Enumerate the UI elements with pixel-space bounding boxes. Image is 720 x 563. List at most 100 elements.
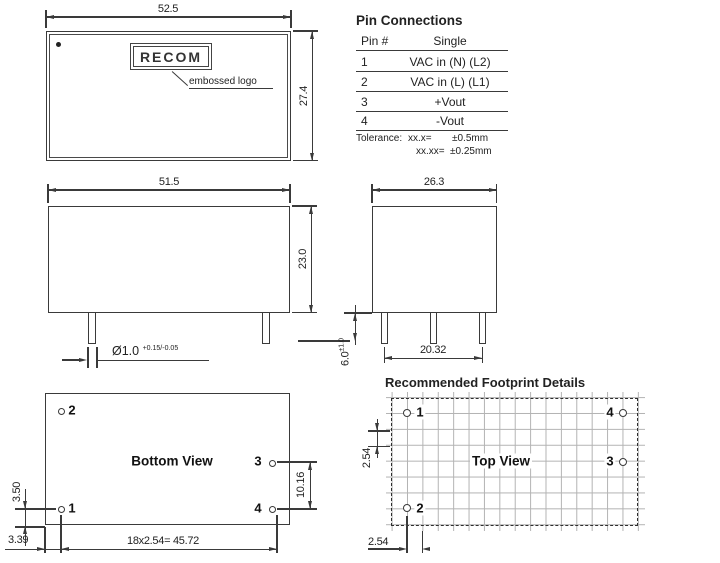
tolerance-label: Tolerance: xyxy=(356,133,403,144)
dim-line xyxy=(5,549,277,551)
arrow-left-icon xyxy=(48,187,56,192)
dim-pin-offset-x: 3.39 xyxy=(8,534,29,546)
footprint-title: Recommended Footprint Details xyxy=(385,375,586,390)
ext-line xyxy=(45,10,47,28)
pin2-label: 2 xyxy=(68,402,76,418)
arrow-left-icon xyxy=(46,14,54,19)
module-outline-bottom xyxy=(45,393,290,525)
pin4-pad xyxy=(268,506,276,513)
ext-line xyxy=(292,205,317,207)
case-inner-edge xyxy=(49,34,288,158)
module-pin xyxy=(479,313,486,344)
pin3-label: 3 xyxy=(604,453,616,469)
dim-width: 26.3 xyxy=(423,176,445,188)
dim-pin-pitch: 20.32 xyxy=(419,344,447,356)
pin3-label: 3 xyxy=(254,453,262,469)
pin1-label: 1 xyxy=(68,500,76,516)
dim-line xyxy=(310,462,312,509)
pin-function: VAC in (L) (L1) xyxy=(410,75,490,89)
arrow-up-icon xyxy=(375,446,379,454)
ext-line xyxy=(289,184,291,203)
dim-pin-row: 18x2.54= 45.72 xyxy=(127,535,199,547)
ext-line xyxy=(44,527,46,553)
ext-line xyxy=(15,508,56,510)
pin-function: +Vout xyxy=(434,95,466,109)
ext-line xyxy=(60,515,62,553)
tolerance-value: ±0.25mm xyxy=(450,146,492,157)
pin2-label: 2 xyxy=(414,500,426,516)
table-rule xyxy=(356,50,508,52)
arrow-up-icon xyxy=(310,31,314,39)
ext-line xyxy=(47,184,49,203)
dim-line xyxy=(384,357,482,359)
ext-line xyxy=(482,347,484,363)
table-rule xyxy=(356,129,508,131)
arrow-down-icon xyxy=(310,153,314,161)
pin1-pad xyxy=(57,506,65,513)
dim-output-pitch: 10.16 xyxy=(295,471,307,499)
arrow-down-icon xyxy=(353,333,357,341)
dim-line xyxy=(368,548,399,550)
ext-line xyxy=(298,340,350,342)
ext-line xyxy=(96,347,98,368)
arrow-left-icon xyxy=(384,355,392,360)
leader-line xyxy=(97,360,209,362)
ext-line xyxy=(496,184,498,203)
ext-line xyxy=(87,347,89,368)
ext-line xyxy=(371,184,373,203)
module-case-top xyxy=(46,31,291,161)
arrow-left-icon xyxy=(61,547,69,552)
dim-height: 27.4 xyxy=(298,85,310,107)
module-pin xyxy=(381,313,388,344)
pin2-hole xyxy=(403,504,412,513)
pin4-label: 4 xyxy=(254,500,262,516)
pin2-pad xyxy=(57,408,65,415)
ext-line xyxy=(368,430,390,432)
pin1-label: 1 xyxy=(414,404,426,420)
pin3-pad xyxy=(268,459,276,467)
ext-line xyxy=(293,159,318,161)
pin-number: 2 xyxy=(361,75,368,89)
dim-pitch-horizontal: 2.54 xyxy=(368,536,389,548)
col-header-pin: Pin # xyxy=(361,34,389,48)
ext-line xyxy=(384,347,386,363)
dim-line xyxy=(46,16,291,18)
dim-line xyxy=(372,189,497,191)
ext-line xyxy=(368,445,390,448)
ext-line xyxy=(277,461,317,463)
dim-line xyxy=(48,189,290,191)
arrow-right-icon xyxy=(79,357,88,362)
table-rule xyxy=(356,91,508,93)
arrow-down-icon xyxy=(375,423,379,431)
arrow-right-icon xyxy=(37,547,45,552)
dim-pin-offset-y: 3.50 xyxy=(11,481,23,503)
pin1-marker-dot xyxy=(56,42,61,47)
pin-number: 4 xyxy=(361,113,368,128)
embossed-logo-note: embossed logo xyxy=(189,76,273,89)
pin1-hole xyxy=(403,409,412,418)
pin-diameter-value: Ø1.0 xyxy=(112,344,140,358)
pin-length-tolerance: ±1.0 xyxy=(338,338,346,352)
dim-height: 23.0 xyxy=(297,248,309,270)
arrow-up-icon xyxy=(353,313,357,321)
pin4-label: 4 xyxy=(604,404,616,420)
pin-function: VAC in (N) (L2) xyxy=(409,55,491,69)
pin-number: 1 xyxy=(361,55,368,69)
arrow-up-icon xyxy=(308,462,312,470)
tolerance-key: xx.xx= xyxy=(416,146,445,157)
module-case-end xyxy=(372,206,497,313)
dim-width: 52.5 xyxy=(157,3,179,15)
col-header-single: Single xyxy=(433,34,467,48)
tolerance-key: xx.x= xyxy=(408,133,432,144)
pin-function: -Vout xyxy=(435,113,465,128)
dim-line xyxy=(312,31,314,161)
ext-line xyxy=(276,515,278,553)
bottom-view-label: Bottom View xyxy=(131,453,213,469)
arrow-right-icon xyxy=(489,187,497,192)
footprint-outline-dashed xyxy=(391,398,638,526)
arrow-left-icon xyxy=(422,546,430,551)
module-pin xyxy=(88,313,96,344)
module-pin xyxy=(430,313,437,344)
pin-length-dim: 6.0±1.0 xyxy=(339,338,352,366)
pin-diameter-tolerance: +0.15/-0.05 xyxy=(142,344,179,352)
